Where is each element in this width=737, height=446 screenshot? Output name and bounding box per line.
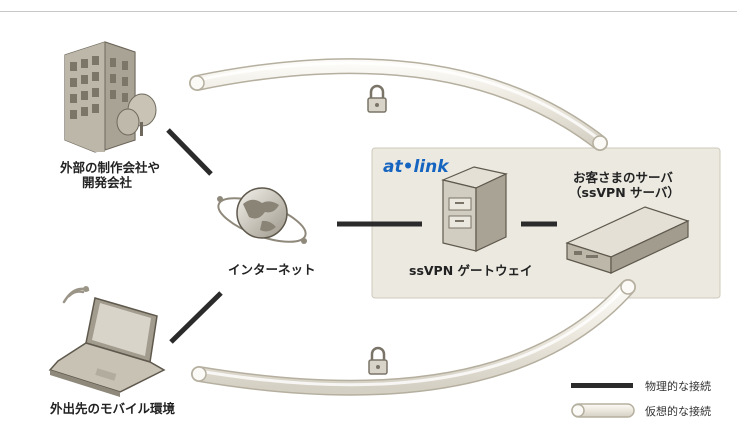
physical-connections bbox=[166, 128, 557, 344]
internet-label: インターネット bbox=[228, 262, 316, 277]
office-label-line1: 外部の制作会社や bbox=[59, 160, 160, 175]
wifi-icon bbox=[62, 286, 90, 304]
rack-server-icon bbox=[565, 206, 690, 274]
legend-virtual-swatch bbox=[571, 403, 635, 418]
top-border bbox=[0, 11, 737, 12]
laptop-icon bbox=[48, 297, 166, 397]
virtual-connection-bottom bbox=[191, 279, 636, 396]
server-label: お客さまのサーバ （ssVPN サーバ） bbox=[569, 170, 680, 200]
virtual-connection-top bbox=[189, 58, 608, 151]
lock-icon bbox=[367, 84, 387, 113]
globe-icon bbox=[217, 187, 307, 244]
mobile-label: 外出先のモバイル環境 bbox=[50, 401, 176, 416]
server-label-line2: （ssVPN サーバ） bbox=[569, 185, 680, 200]
gateway-label: ssVPN ゲートウェイ bbox=[409, 263, 533, 278]
server-label-line1: お客さまのサーバ bbox=[573, 170, 673, 185]
legend-virtual-label: 仮想的な接続 bbox=[645, 405, 711, 418]
legend-physical-swatch bbox=[571, 383, 633, 388]
office-label-line2: 開発会社 bbox=[82, 175, 133, 190]
atlink-logo: at•link bbox=[383, 157, 449, 177]
office-label: 外部の制作会社や 開発会社 bbox=[46, 160, 174, 190]
legend-physical-label: 物理的な接続 bbox=[645, 380, 711, 393]
server-tower-icon bbox=[441, 166, 508, 252]
lock-icon bbox=[368, 346, 388, 375]
building-icon bbox=[64, 41, 157, 153]
